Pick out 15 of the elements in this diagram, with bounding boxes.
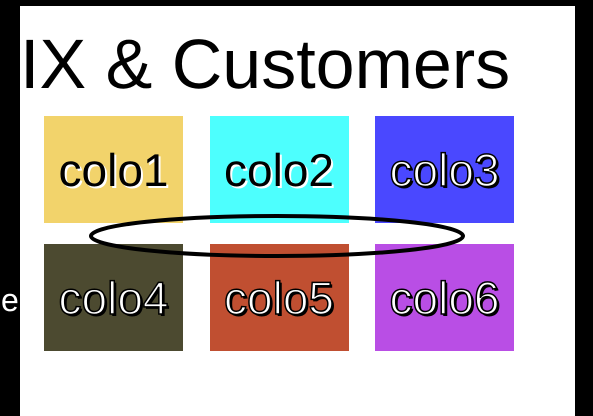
tile-label: colo6 xyxy=(390,270,500,324)
colored-tile xyxy=(210,116,348,223)
colored-tile xyxy=(44,244,183,351)
colored-tile xyxy=(44,116,183,223)
tile-label: colo4 xyxy=(58,270,168,324)
oval-outline xyxy=(89,214,465,258)
colored-tile xyxy=(375,244,514,351)
colored-tile xyxy=(375,116,514,223)
tile-label: colo2 xyxy=(224,142,334,196)
tile-label: colo1 xyxy=(58,142,168,196)
colored-tile xyxy=(210,244,348,351)
tile-label: colo5 xyxy=(224,270,334,324)
cut-off-text: e xyxy=(1,282,19,318)
slide-title: IX & Customers xyxy=(20,24,510,104)
tile-label: colo3 xyxy=(390,142,500,196)
